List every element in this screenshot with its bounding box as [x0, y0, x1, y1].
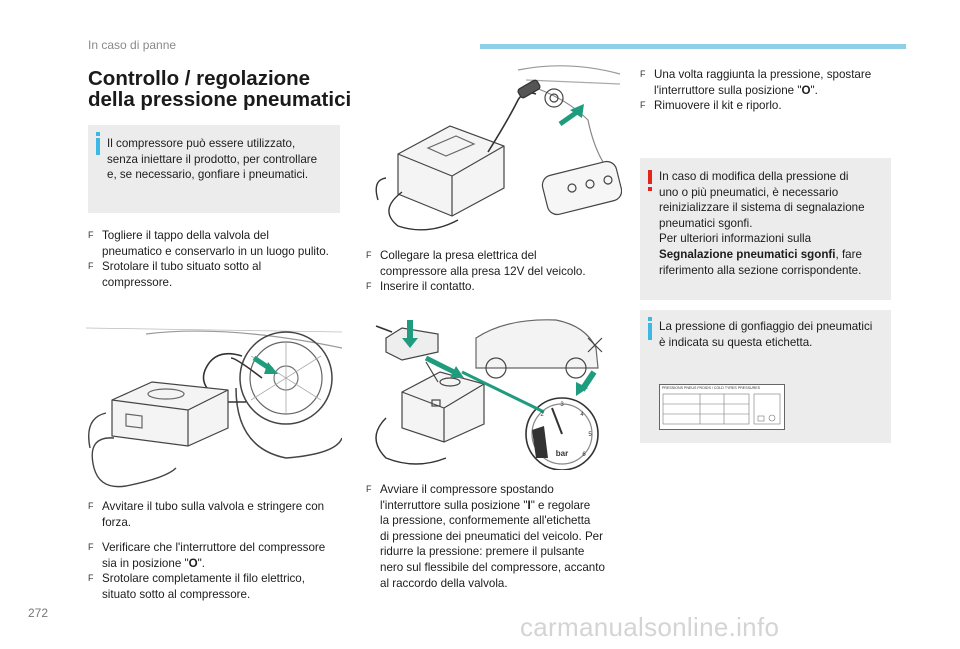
warning-icon — [648, 170, 652, 191]
page-title: Controllo / regolazione della pressione … — [88, 68, 351, 110]
gauge-tick: 4 — [580, 412, 584, 418]
step-text: Avviare il compressore spostando — [380, 483, 554, 496]
step-item: F Srotolare completamente il filo elettr… — [88, 571, 350, 602]
section-label: In caso di panne — [88, 38, 177, 52]
bullet-icon: F — [88, 261, 94, 272]
tyre-pressure-label-image: PRESSIONS PNEUS FROIDS / COLD TYRES PRES… — [659, 384, 785, 430]
steps-finish: F Una volta raggiunta la pressione, spos… — [640, 67, 896, 114]
info-line: senza iniettare il prodotto, per control… — [107, 152, 318, 166]
step-text: la pressione, conformemente all'etichett… — [380, 514, 591, 528]
steps-connect-plug: F Collegare la presa elettrica del compre… — [366, 248, 622, 295]
warning-box: In caso di modifica della pressione di u… — [640, 158, 891, 300]
switch-position: O — [801, 83, 811, 97]
step-text: Collegare la presa elettrica del — [380, 249, 537, 262]
step-text: nero sul flessibile del compressore, acc… — [380, 560, 605, 574]
illustration-12v-socket — [368, 60, 622, 238]
step-text: " e regolare — [530, 498, 591, 512]
step-text: Verificare che l'interruttore del compre… — [102, 541, 326, 554]
step-item: F Verificare che l'interruttore del comp… — [88, 540, 350, 571]
tyre-label-grid — [662, 393, 781, 425]
step-text: Rimuovere il kit e riporlo. — [654, 99, 782, 113]
bullet-icon: F — [88, 501, 94, 511]
info-icon — [96, 132, 100, 155]
tyre-label-header: PRESSIONS PNEUS FROIDS / COLD TYRES PRES… — [662, 386, 760, 390]
bullet-icon: F — [640, 69, 646, 79]
step-text: Avvitare il tubo sulla valvola e stringe… — [102, 500, 325, 513]
step-text: ". — [197, 556, 205, 570]
warning-line: riferimento alla sezione corrispondente. — [659, 263, 862, 277]
header-bar — [480, 44, 906, 49]
bullet-icon: F — [366, 250, 372, 260]
bullet-icon: F — [640, 100, 646, 111]
bullet-icon: F — [88, 573, 94, 584]
step-text: pneumatico e conservarlo in un luogo pul… — [102, 244, 329, 258]
bullet-icon: F — [88, 230, 94, 240]
illustration-pressure-gauge: bar 1 2 3 4 5 6 — [366, 308, 622, 470]
step-item: F Una volta raggiunta la pressione, spos… — [640, 67, 896, 98]
steps-start-compressor: F Avviare il compressore spostando l'int… — [366, 482, 622, 591]
step-text: Una volta raggiunta la pressione, sposta… — [654, 68, 872, 81]
illustration-tyre-valve — [86, 318, 342, 490]
info-box-pressure-label: La pressione di gonfiaggio dei pneumatic… — [640, 310, 891, 443]
step-text: ridurre la pressione: premere il pulsant… — [380, 545, 585, 559]
step-text: compressore. — [102, 275, 173, 289]
info-line: La pressione di gonfiaggio dei pneumatic… — [659, 320, 873, 333]
step-text: ". — [810, 83, 818, 97]
step-item: F Inserire il contatto. — [366, 279, 622, 295]
watermark: carmanualsonline.info — [520, 612, 780, 642]
step-text: Togliere il tappo della valvola del — [102, 229, 269, 242]
step-text: Srotolare il tubo situato sotto al — [102, 260, 262, 274]
step-text: sia in posizione " — [102, 556, 189, 570]
info-line: Il compressore può essere utilizzato, — [107, 137, 296, 150]
step-text: di pressione dei pneumatici del veicolo.… — [380, 529, 603, 543]
step-text: al raccordo della valvola. — [380, 576, 508, 590]
info-icon — [648, 317, 652, 340]
step-text: forza. — [102, 515, 131, 529]
warning-line: pneumatici sgonfi. — [659, 216, 753, 230]
step-text: situato sotto al compressore. — [102, 587, 251, 601]
step-item: F Avviare il compressore spostando l'int… — [366, 482, 622, 591]
warning-line: In caso di modifica della pressione di — [659, 170, 849, 183]
step-item: F Avvitare il tubo sulla valvola e strin… — [88, 499, 350, 530]
page-title-line-1: Controllo / regolazione — [88, 67, 311, 90]
warning-reference: Segnalazione pneumatici sgonfi — [659, 247, 836, 261]
gauge-unit-label: bar — [556, 449, 568, 458]
gauge-tick: 6 — [582, 452, 586, 458]
step-item: F Rimuovere il kit e riporlo. — [640, 98, 896, 114]
step-item: F Togliere il tappo della valvola del pne… — [88, 228, 350, 259]
bullet-icon: F — [366, 484, 372, 494]
steps-check-switch: F Verificare che l'interruttore del comp… — [88, 540, 350, 602]
steps-screw-hose: F Avvitare il tubo sulla valvola e strin… — [88, 499, 350, 530]
step-text: l'interruttore sulla posizione " — [380, 498, 528, 512]
warning-line: reinizializzare il sistema di segnalazio… — [659, 201, 865, 215]
step-item: F Collegare la presa elettrica del compre… — [366, 248, 622, 279]
page-number: 272 — [28, 606, 49, 620]
gauge-tick: 1 — [532, 434, 536, 440]
warning-line: Per ulteriori informazioni sulla — [659, 232, 812, 246]
info-line: è indicata su questa etichetta. — [659, 335, 813, 349]
bullet-icon: F — [88, 542, 94, 552]
step-text: Srotolare completamente il filo elettric… — [102, 572, 305, 586]
switch-position: I — [527, 498, 531, 512]
info-box-compressor: Il compressore può essere utilizzato, se… — [88, 125, 340, 213]
step-text: l'interruttore sulla posizione " — [654, 83, 802, 97]
step-text: Inserire il contatto. — [380, 280, 475, 294]
switch-position: O — [188, 556, 198, 570]
warning-line: uno o più pneumatici, è necessario — [659, 185, 839, 199]
gauge-tick: 5 — [588, 432, 592, 438]
warning-line: , fare — [835, 247, 862, 261]
page-title-line-2: della pressione pneumatici — [88, 88, 352, 111]
bullet-icon: F — [366, 281, 372, 292]
gauge-tick: 2 — [540, 412, 544, 418]
steps-remove-cap: F Togliere il tappo della valvola del pne… — [88, 228, 350, 290]
gauge-tick: 3 — [560, 402, 564, 408]
step-text: compressore alla presa 12V del veicolo. — [380, 264, 586, 278]
info-line: e, se necessario, gonfiare i pneumatici. — [107, 168, 309, 182]
